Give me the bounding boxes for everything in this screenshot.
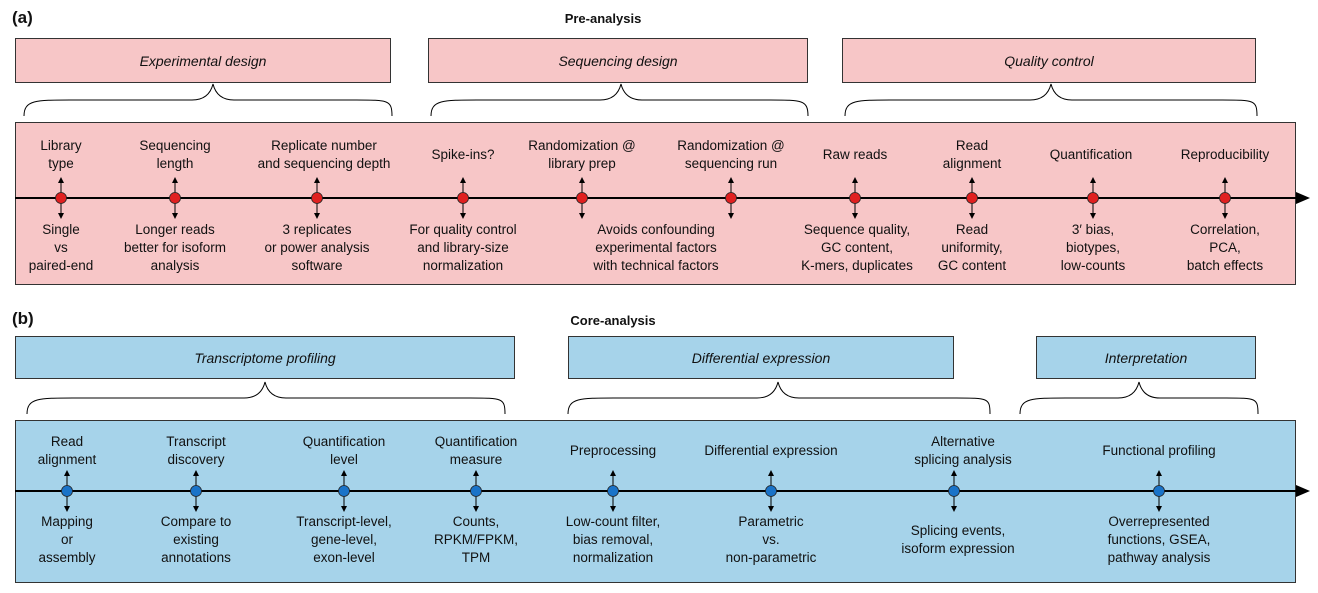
step-a-top-2: Sequencing length xyxy=(139,138,211,171)
step-a-bottom-4: For quality control and library-size nor… xyxy=(409,222,517,273)
timeline-b-node-8 xyxy=(1153,470,1165,512)
timeline-b-node-3 xyxy=(338,470,350,512)
brace-interpretation xyxy=(1019,381,1259,415)
header-sequencing-design: Sequencing design xyxy=(428,38,808,83)
step-b-bottom-7: Splicing events, isoform expression xyxy=(901,523,1015,556)
step-b-bottom-6: Parametric vs. non-parametric xyxy=(725,514,817,565)
step-b-top-5: Preprocessing xyxy=(569,443,657,458)
header-interpretation: Interpretation xyxy=(1036,336,1256,379)
header-quality-control: Quality control xyxy=(842,38,1256,83)
header-experimental-design: Experimental design xyxy=(15,38,391,83)
timeline-a-node-10 xyxy=(1219,177,1231,219)
timeline-a-arrowhead xyxy=(1296,192,1310,204)
step-a-bottom-9: 3′ bias, biotypes, low-counts xyxy=(1060,222,1126,273)
brace-quality-control xyxy=(844,83,1258,117)
brace-experimental-design xyxy=(23,83,393,117)
panel-a-letter: (a) xyxy=(12,8,33,27)
timeline-a-node-2 xyxy=(169,177,181,219)
brace-differential-expression xyxy=(567,381,991,415)
timeline-a-node-3 xyxy=(311,177,323,219)
step-a-top-6: Randomization @ sequencing run xyxy=(677,138,785,171)
step-b-top-2: Transcript discovery xyxy=(166,434,226,467)
step-b-top-6: Differential expression xyxy=(704,443,838,458)
step-a-bottom-1: Single vs paired-end xyxy=(28,222,94,273)
step-b-top-4: Quantification measure xyxy=(434,434,518,467)
step-a-top-7: Raw reads xyxy=(822,147,888,162)
step-a-top-9: Quantification xyxy=(1049,147,1133,162)
timeline-a-node-1 xyxy=(55,177,67,219)
brace-sequencing-design xyxy=(430,83,809,117)
timeline-a-node-5 xyxy=(576,177,588,219)
timeline-b-node-4 xyxy=(470,470,482,512)
timeline-a-node-4 xyxy=(457,177,469,219)
timeline-a-nodes xyxy=(55,177,1231,219)
step-b-top-7: Alternative splicing analysis xyxy=(914,434,1012,467)
panel-a-timeline-box xyxy=(15,122,1296,285)
step-b-bottom-8: Overrepresented functions, GSEA, pathway… xyxy=(1107,514,1211,565)
step-a-bottom-2: Longer reads better for isoform analysis xyxy=(123,222,227,273)
panel-b-letter: (b) xyxy=(12,309,34,328)
step-b-top-3: Quantification level xyxy=(302,434,386,467)
step-a-top-4: Spike-ins? xyxy=(431,147,495,162)
timeline-b-nodes xyxy=(61,470,1165,512)
panel-a-title: Pre-analysis xyxy=(564,11,642,26)
header-differential-expression: Differential expression xyxy=(568,336,954,379)
step-a-top-8: Read alignment xyxy=(942,138,1002,171)
step-a-bottom-10: Correlation, PCA, batch effects xyxy=(1186,222,1264,273)
timeline-b-node-1 xyxy=(61,470,73,512)
step-b-top-8: Functional profiling xyxy=(1102,443,1216,458)
timeline-b-arrowhead xyxy=(1296,485,1310,497)
timeline-b-node-5 xyxy=(607,470,619,512)
step-b-bottom-3: Transcript-level, gene-level, exon-level xyxy=(296,514,392,565)
header-transcriptome-profiling: Transcriptome profiling xyxy=(15,336,515,379)
step-a-bottom-shared: Avoids confounding experimental factors … xyxy=(593,222,719,273)
step-b-bottom-1: Mapping or assembly xyxy=(38,514,96,565)
panel-b-title: Core-analysis xyxy=(570,313,656,328)
timeline-a-node-7 xyxy=(849,177,861,219)
step-b-bottom-5: Low-count filter, bias removal, normaliz… xyxy=(565,514,661,565)
step-b-bottom-4: Counts, RPKM/FPKM, TPM xyxy=(433,514,519,565)
step-a-top-10: Reproducibility xyxy=(1180,147,1270,162)
step-a-top-5: Randomization @ library prep xyxy=(528,138,636,171)
step-a-top-3: Replicate number and sequencing depth xyxy=(257,138,391,171)
timeline-a-node-6 xyxy=(725,177,737,219)
timeline-b-node-6 xyxy=(765,470,777,512)
step-b-top-1: Read alignment xyxy=(37,434,97,467)
panel-b-timeline-box xyxy=(15,420,1296,583)
step-a-top-1: Library type xyxy=(40,138,82,171)
step-a-bottom-7: Sequence quality, GC content, K-mers, du… xyxy=(801,222,913,273)
step-a-bottom-8: Read uniformity, GC content xyxy=(937,222,1007,273)
step-a-bottom-3: 3 replicates or power analysis software xyxy=(264,222,370,273)
step-b-bottom-2: Compare to existing annotations xyxy=(160,514,232,565)
timeline-a-node-8 xyxy=(966,177,978,219)
brace-transcriptome-profiling xyxy=(26,381,506,415)
timeline-a-node-9 xyxy=(1087,177,1099,219)
timeline-b-node-7 xyxy=(948,470,960,512)
timeline-b-node-2 xyxy=(190,470,202,512)
